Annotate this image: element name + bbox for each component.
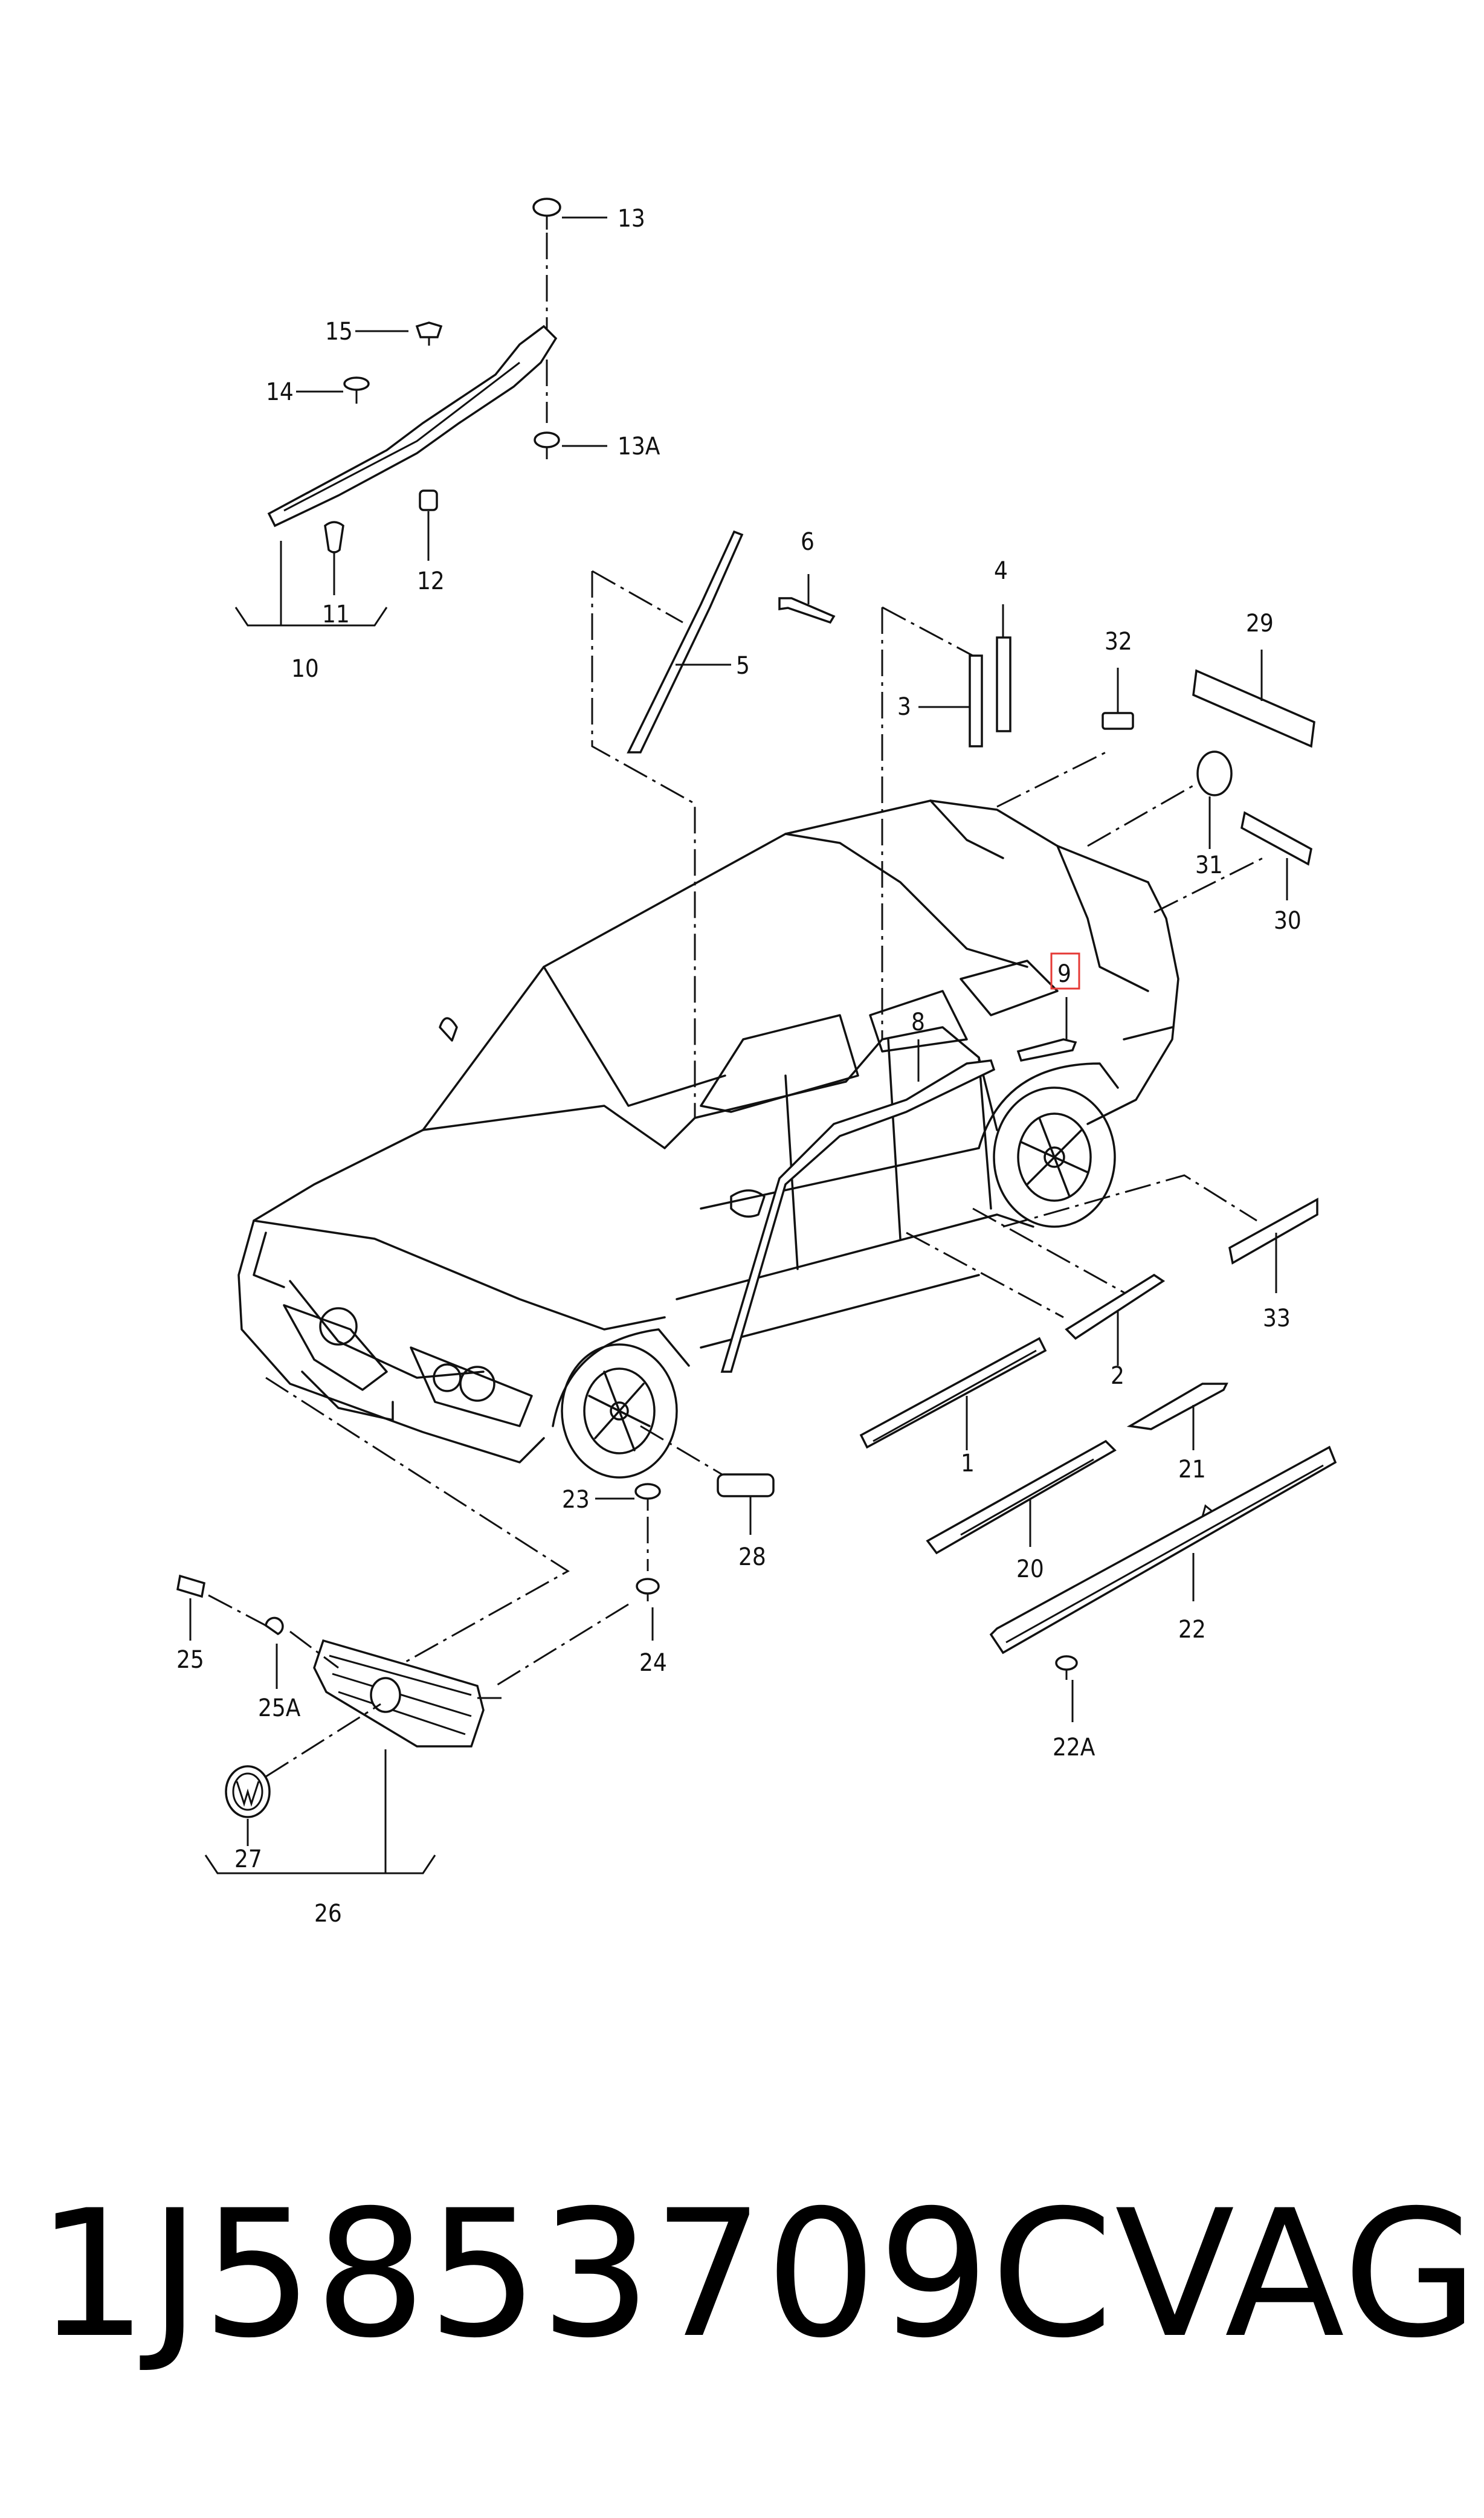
part-33-badge xyxy=(1228,1198,1318,1265)
part-21-sill-plate xyxy=(1126,1383,1228,1430)
part-15-clip xyxy=(415,321,443,346)
callout-22: 22 xyxy=(1178,1616,1206,1644)
part-1-door-moulding xyxy=(859,1337,1047,1449)
parts-diagram: 13 15 14 13A 11 12 10 5 6 xyxy=(176,198,1337,1928)
callout-5: 5 xyxy=(736,652,750,680)
callout-23: 23 xyxy=(562,1486,590,1514)
part-20-sill-plate xyxy=(926,1439,1117,1555)
part-31-fuel-cap xyxy=(1196,751,1233,796)
part-3-pillar-trim xyxy=(969,654,983,747)
part-number: 1J5853709C xyxy=(36,2173,1115,2377)
callout-30: 30 xyxy=(1274,907,1302,935)
part-22-side-skirt xyxy=(989,1445,1337,1654)
part-8-door-frame-trim xyxy=(720,1059,996,1373)
callout-25a: 25A xyxy=(258,1694,301,1722)
callout-33: 33 xyxy=(1263,1305,1291,1332)
part-32-badge xyxy=(1102,712,1134,730)
callout-12: 12 xyxy=(417,567,445,595)
part-4-pillar-trim xyxy=(996,636,1011,732)
part-22a-screw xyxy=(1055,1655,1078,1680)
callout-28: 28 xyxy=(738,1543,766,1571)
callout-6: 6 xyxy=(801,528,815,556)
callout-2: 2 xyxy=(1111,1362,1124,1390)
part-29-badge xyxy=(1192,669,1315,748)
part-23-screw xyxy=(634,1483,661,1511)
callout-3: 3 xyxy=(897,693,911,721)
callout-24: 24 xyxy=(639,1649,667,1677)
part-6-screw xyxy=(778,597,836,624)
part-26-grille xyxy=(313,1639,502,1748)
brand-name: VAG xyxy=(1115,2173,1480,2377)
part-28-badge xyxy=(717,1473,775,1497)
part-11-clip xyxy=(324,521,344,554)
callout-15: 15 xyxy=(325,318,353,346)
callout-4: 4 xyxy=(994,557,1008,585)
callout-14: 14 xyxy=(266,378,294,406)
callout-31: 31 xyxy=(1195,851,1223,879)
callout-13: 13 xyxy=(618,205,645,233)
part-14-screw xyxy=(343,376,370,404)
callout-13a: 13A xyxy=(618,433,660,460)
callout-32: 32 xyxy=(1105,628,1132,656)
part-9-window-trim-highlighted xyxy=(1016,1038,1077,1062)
part-2-door-moulding xyxy=(1065,1273,1166,1340)
callout-29: 29 xyxy=(1246,610,1274,638)
callout-22a: 22A xyxy=(1053,1734,1095,1761)
part-12-clip xyxy=(419,489,438,511)
callout-11: 11 xyxy=(322,601,350,628)
part-13-cap xyxy=(532,198,561,230)
callout-20: 20 xyxy=(1016,1555,1044,1583)
callout-25: 25 xyxy=(176,1646,204,1674)
callout-9-highlight-box xyxy=(1050,952,1080,990)
callout-26: 26 xyxy=(314,1900,342,1928)
callout-8: 8 xyxy=(911,1009,925,1036)
part-10-trim-strip xyxy=(267,324,558,528)
car-body-outline xyxy=(237,799,1179,1479)
part-13a-clip xyxy=(534,431,560,459)
part-5-roof-trim xyxy=(627,530,744,754)
callout-10: 10 xyxy=(291,655,319,683)
part-25a-nut xyxy=(265,1616,284,1636)
callout-1: 1 xyxy=(961,1450,975,1477)
part-25-clip xyxy=(176,1574,206,1598)
vw-logo-emblem xyxy=(225,1765,271,1818)
part-24-clip xyxy=(636,1578,660,1601)
callout-9: 9 xyxy=(1057,960,1071,988)
part-30-badge xyxy=(1240,811,1312,866)
callout-21: 21 xyxy=(1178,1456,1206,1483)
callout-27: 27 xyxy=(234,1845,262,1873)
